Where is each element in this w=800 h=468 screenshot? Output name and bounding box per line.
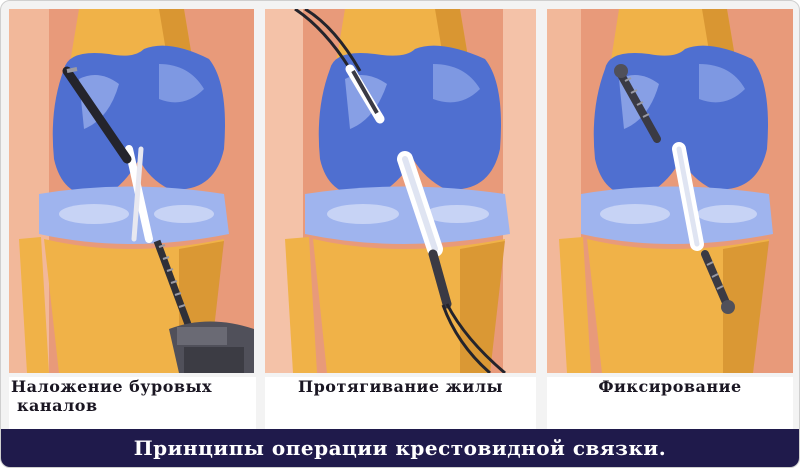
caption-drilling-line1: Наложение буровых: [11, 377, 256, 396]
knee-illustration-graft-pulling: [265, 9, 536, 373]
banner-title: Принципы операции крестовидной связки.: [1, 429, 799, 467]
caption-fixation-line1: Фиксирование: [547, 377, 793, 396]
caption-fixation: Фиксирование: [547, 377, 793, 429]
panel-fixation: [547, 9, 793, 373]
caption-graft-pulling-line1: Протягивание жилы: [265, 377, 536, 396]
knee-illustration-drilling: [9, 9, 254, 373]
caption-graft-pulling: Протягивание жилы: [265, 377, 536, 429]
caption-drilling: Наложение буровых каналов: [9, 377, 256, 429]
panel-graft-pulling: [265, 9, 536, 373]
panel-drilling: [9, 9, 254, 373]
caption-drilling-line2: каналов: [11, 396, 256, 415]
knee-illustration-fixation: [547, 9, 793, 373]
